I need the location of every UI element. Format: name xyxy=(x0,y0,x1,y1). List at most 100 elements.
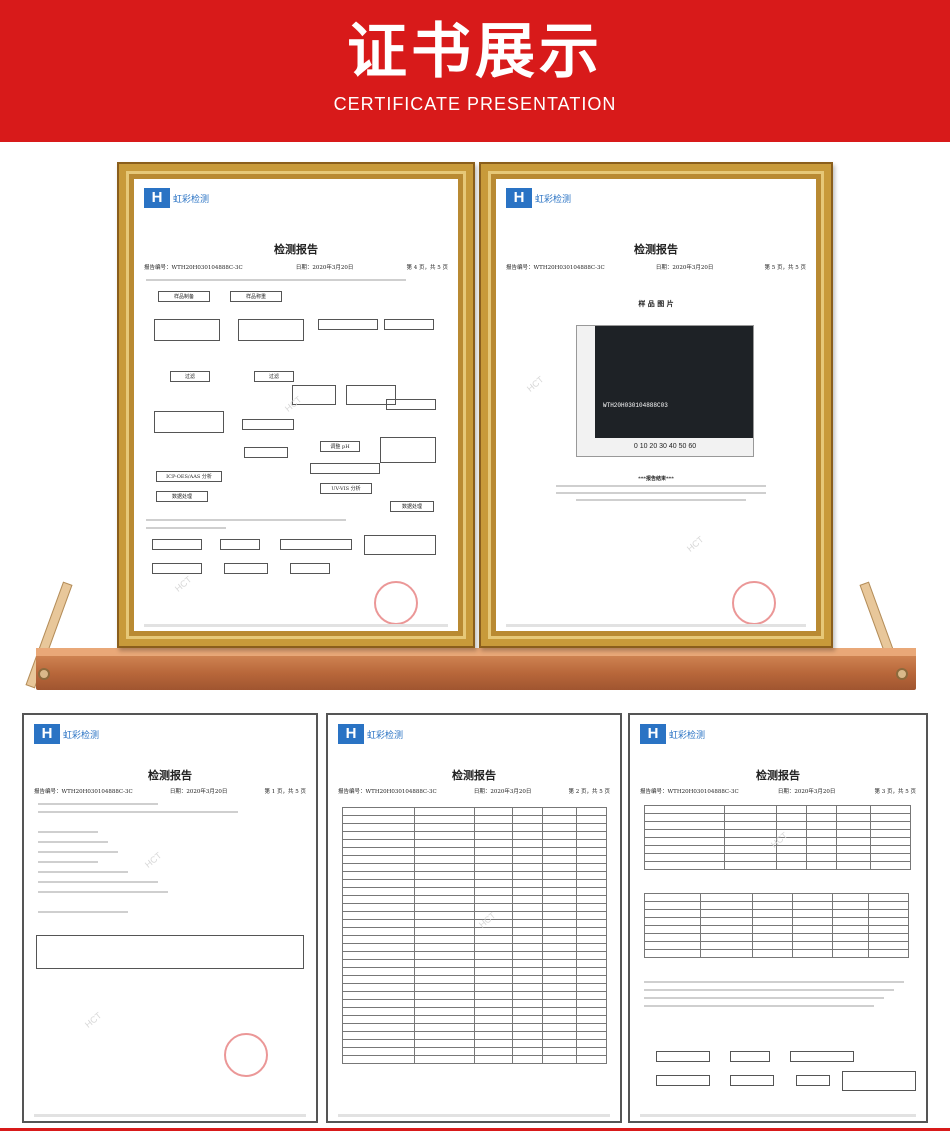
sample-photo: 0 10 20 30 40 50 60 WTH20H030104888C03 xyxy=(576,325,754,457)
text-line xyxy=(644,989,894,991)
flow-box: 样品制备 xyxy=(158,291,210,302)
results-table xyxy=(644,805,911,870)
table-cell xyxy=(868,901,909,910)
table-cell xyxy=(342,927,415,936)
table-cell xyxy=(776,821,807,830)
watermark: HCT xyxy=(172,574,194,594)
table-row xyxy=(342,927,607,936)
table-row xyxy=(342,887,607,896)
flow-box: 数据处理 xyxy=(390,501,434,512)
flow-box xyxy=(842,1071,916,1091)
table-row xyxy=(342,919,607,928)
table-cell xyxy=(836,813,871,822)
flow-box xyxy=(280,539,352,550)
table-row xyxy=(342,911,607,920)
table-cell xyxy=(542,943,577,952)
table-row xyxy=(342,1031,607,1040)
table-cell xyxy=(792,941,833,950)
table-cell xyxy=(792,949,833,958)
table-cell xyxy=(342,863,415,872)
table-cell xyxy=(576,959,607,968)
text-line xyxy=(38,811,238,813)
table-row xyxy=(644,813,911,822)
logo-name: 虹彩检测 xyxy=(669,730,706,741)
table-cell xyxy=(776,861,807,870)
table-cell xyxy=(752,901,793,910)
table-cell xyxy=(576,1015,607,1024)
shelf-knob-right xyxy=(896,668,908,680)
flow-box xyxy=(656,1051,710,1062)
certificate-frame-1: H 虹彩检测 检测报告 报告编号：WTH20H030104888C-3C 日期：… xyxy=(117,162,475,648)
table-row xyxy=(342,975,607,984)
table-cell xyxy=(542,879,577,888)
table-cell xyxy=(832,893,869,902)
table-row xyxy=(342,823,607,832)
table-cell xyxy=(474,959,513,968)
table-cell xyxy=(724,805,777,814)
table-cell xyxy=(474,847,513,856)
sample-code: WTH20H030104888C03 xyxy=(603,402,668,409)
table-cell xyxy=(576,895,607,904)
table-cell xyxy=(700,949,753,958)
table-cell xyxy=(806,837,837,846)
table-cell xyxy=(342,1031,415,1040)
table-cell xyxy=(832,925,869,934)
table-cell xyxy=(414,991,475,1000)
table-cell xyxy=(512,831,543,840)
table-cell xyxy=(576,935,607,944)
table-cell xyxy=(342,855,415,864)
table-cell xyxy=(576,975,607,984)
report-number: 报告编号：WTH20H030104888C-3C xyxy=(640,789,739,795)
table-cell xyxy=(542,991,577,1000)
table-cell xyxy=(644,925,701,934)
table-cell xyxy=(414,975,475,984)
table-cell xyxy=(644,861,725,870)
report-meta: 报告编号：WTH20H030104888C-3C 日期：2020年3月20日 第… xyxy=(640,787,916,795)
table-cell xyxy=(474,1023,513,1032)
table-cell xyxy=(700,917,753,926)
report-page-2: H 虹彩检测 检测报告 报告编号：WTH20H030104888C-3C 日期：… xyxy=(326,713,622,1123)
table-cell xyxy=(542,975,577,984)
company-logo: H 虹彩检测 xyxy=(338,723,403,745)
table-row xyxy=(342,903,607,912)
report-title: 检测报告 xyxy=(634,243,678,256)
flow-box xyxy=(386,399,436,410)
table-cell xyxy=(868,909,909,918)
table-row xyxy=(342,831,607,840)
text-line xyxy=(644,997,884,999)
logo-name: 虹彩检测 xyxy=(63,730,100,741)
table-cell xyxy=(414,935,475,944)
table-row xyxy=(644,853,911,862)
table-cell xyxy=(474,895,513,904)
table-cell xyxy=(512,951,543,960)
table-cell xyxy=(414,839,475,848)
certificate-page-1: H 虹彩检测 检测报告 报告编号：WTH20H030104888C-3C 日期：… xyxy=(134,179,458,631)
table-cell xyxy=(414,967,475,976)
table-cell xyxy=(474,967,513,976)
report-page: 第 4 页，共 5 页 xyxy=(406,265,449,271)
table-cell xyxy=(342,975,415,984)
text-line xyxy=(146,279,406,281)
flow-box xyxy=(730,1051,770,1062)
page-title: 证书展示 xyxy=(347,17,603,87)
footer-text xyxy=(506,624,806,627)
table-cell xyxy=(868,941,909,950)
table-cell xyxy=(542,911,577,920)
report-meta: 报告编号：WTH20H030104888C-3C 日期：2020年3月20日 第… xyxy=(338,787,610,795)
table-cell xyxy=(342,895,415,904)
table-cell xyxy=(724,861,777,870)
table-cell xyxy=(776,845,807,854)
table-row xyxy=(342,967,607,976)
flow-box xyxy=(154,319,220,341)
table-cell xyxy=(576,815,607,824)
flow-box xyxy=(656,1075,710,1086)
table-cell xyxy=(414,1015,475,1024)
table-cell xyxy=(870,853,911,862)
table-cell xyxy=(542,1055,577,1064)
table-cell xyxy=(832,933,869,942)
table-cell xyxy=(792,917,833,926)
table-cell xyxy=(474,887,513,896)
page-subtitle: CERTIFICATE PRESENTATION xyxy=(333,94,617,114)
table-cell xyxy=(644,821,725,830)
table-cell xyxy=(644,813,725,822)
